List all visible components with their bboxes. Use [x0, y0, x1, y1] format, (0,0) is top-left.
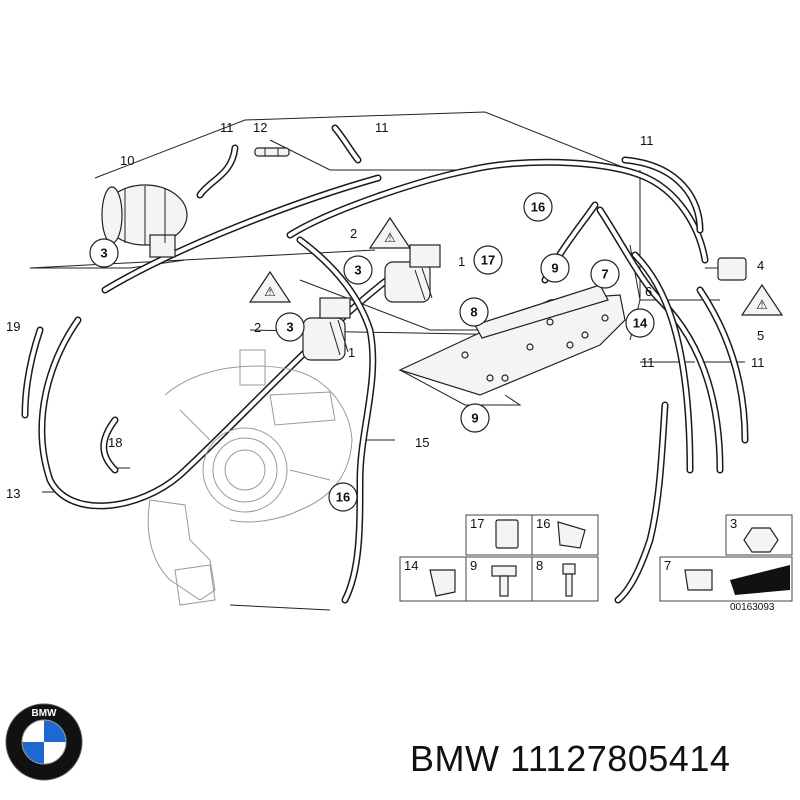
callout: 1: [348, 345, 355, 360]
callout: 6: [645, 284, 652, 299]
callout: 2: [254, 320, 261, 335]
callout: 9: [471, 411, 478, 426]
callout: 17: [481, 253, 495, 268]
callout: 16: [336, 490, 350, 505]
callout: 2: [350, 226, 357, 241]
svg-text:BMW: BMW: [32, 708, 58, 719]
callout: 15: [415, 435, 429, 450]
arrow-icon: [730, 565, 790, 595]
callout-labels: 11 12 11 10 11 2 1 4 6 5 2 1 19 11 11 18…: [6, 120, 765, 501]
turbocharger: [147, 349, 353, 606]
callout: 9: [551, 261, 558, 276]
circled-callouts: 3 16 3 17 9 7 8 14 3 9 16: [89, 192, 655, 512]
callout: 11: [641, 355, 655, 370]
valve-bracket: [398, 284, 626, 396]
callout: 4: [757, 258, 764, 273]
pressure-converter-valve-upper: [384, 244, 441, 303]
svg-text:⚠: ⚠: [756, 297, 768, 312]
product-part-number: BMW 11127805414: [410, 738, 731, 779]
callout: 8: [470, 305, 477, 320]
legend-cell-9: [465, 556, 533, 602]
callout: 1: [458, 254, 465, 269]
callout: 7: [601, 267, 608, 282]
callout: 11: [375, 120, 389, 135]
callout: 3: [354, 263, 361, 278]
callout: 3: [100, 246, 107, 261]
svg-text:⚠: ⚠: [264, 284, 276, 299]
small-parts-legend: 17 16 3 14 9 8 7 00163093: [399, 514, 793, 613]
callout: 11: [640, 133, 654, 148]
bmw-logo-icon: BMW: [5, 703, 83, 781]
callout: 11: [220, 120, 234, 135]
hose-connector: [254, 147, 290, 157]
diagram-reference: 00163093: [730, 602, 775, 613]
svg-text:7: 7: [664, 558, 671, 573]
callout: 3: [286, 320, 293, 335]
check-valve: [705, 257, 747, 281]
svg-text:⚠: ⚠: [384, 230, 396, 245]
warning-triangle-icon: ⚠ ⚠ ⚠: [248, 216, 784, 316]
svg-text:8: 8: [536, 558, 543, 573]
svg-text:9: 9: [470, 558, 477, 573]
callout: 18: [108, 435, 122, 450]
callout: 5: [757, 328, 764, 343]
callout: 16: [531, 200, 545, 215]
pressure-converter-valve-lower: [302, 297, 351, 361]
vacuum-reservoir: [101, 184, 188, 258]
vacuum-hoses: [21, 124, 749, 604]
svg-text:14: 14: [404, 558, 418, 573]
svg-text:16: 16: [536, 516, 550, 531]
callout: 13: [6, 486, 20, 501]
svg-text:3: 3: [730, 516, 737, 531]
callout: 19: [6, 319, 20, 334]
svg-text:17: 17: [470, 516, 484, 531]
callout: 12: [253, 120, 267, 135]
callout: 14: [633, 316, 648, 331]
callout: 10: [120, 153, 134, 168]
callout: 11: [751, 355, 765, 370]
